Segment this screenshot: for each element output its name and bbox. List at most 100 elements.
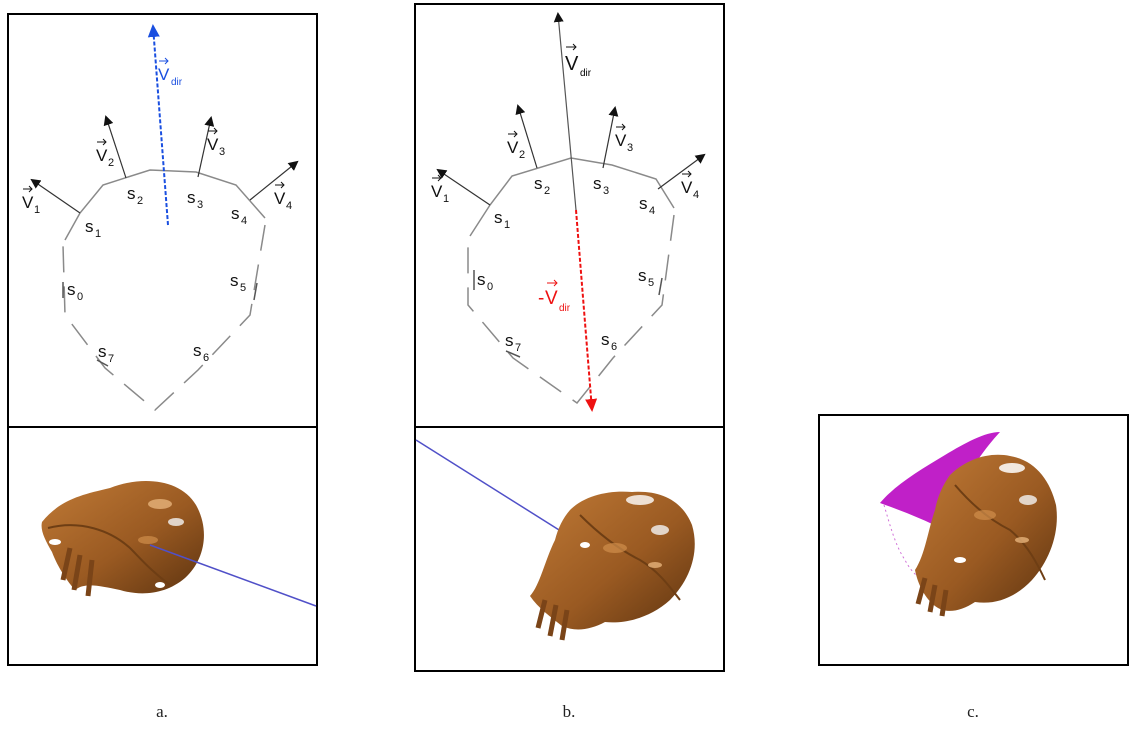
svg-text:0: 0 — [487, 281, 493, 293]
svg-text:dir: dir — [580, 68, 592, 79]
svg-text:s: s — [505, 331, 514, 350]
svg-text:3: 3 — [197, 199, 203, 211]
label-v1: V 1 — [431, 174, 449, 205]
svg-text:s: s — [98, 342, 107, 361]
panel-b-diagram: V 1 V 2 V 3 V 4 V dir - V dir — [414, 3, 725, 429]
tick-s7 — [505, 350, 521, 358]
label-vdir: V dir — [158, 57, 183, 88]
svg-text:1: 1 — [34, 204, 40, 216]
svg-text:V: V — [158, 65, 170, 84]
svg-text:5: 5 — [240, 282, 246, 294]
outline-dashed — [467, 214, 675, 405]
vector-v3 — [602, 106, 619, 169]
caption-b: b. — [563, 702, 576, 721]
svg-text:1: 1 — [504, 219, 510, 231]
panel-a-render — [7, 426, 318, 666]
svg-text:dir: dir — [171, 77, 183, 88]
svg-text:7: 7 — [515, 342, 521, 354]
svg-text:s: s — [638, 266, 647, 285]
label-v4: V 4 — [681, 170, 699, 201]
svg-text:s: s — [231, 204, 240, 223]
svg-text:7: 7 — [108, 353, 114, 365]
vector-v4 — [249, 160, 299, 201]
caption-c: c. — [967, 702, 979, 721]
svg-text:1: 1 — [95, 228, 101, 240]
svg-text:V: V — [565, 53, 579, 75]
direction-vector-gray — [553, 12, 577, 211]
panel-a-diagram-border — [7, 13, 318, 433]
svg-text:2: 2 — [544, 185, 550, 197]
highlight-region — [880, 432, 1000, 528]
svg-text:s: s — [534, 174, 543, 193]
svg-text:4: 4 — [649, 205, 655, 217]
probe-line-b — [415, 439, 576, 541]
svg-text:s: s — [639, 194, 648, 213]
svg-text:s: s — [187, 188, 196, 207]
panel-b-diagram-border — [414, 3, 725, 429]
vector-v2 — [515, 104, 538, 169]
label-v4: V 4 — [274, 181, 292, 212]
svg-text:V: V — [207, 135, 219, 154]
svg-text:1: 1 — [443, 193, 449, 205]
svg-text:2: 2 — [519, 149, 525, 161]
svg-text:s: s — [85, 217, 94, 236]
svg-text:-: - — [538, 288, 544, 309]
svg-text:3: 3 — [603, 185, 609, 197]
label-v2: V 2 — [96, 138, 114, 169]
direction-vector-red — [575, 209, 598, 412]
svg-text:0: 0 — [77, 291, 83, 303]
svg-text:6: 6 — [611, 341, 617, 353]
svg-text:s: s — [494, 208, 503, 227]
svg-text:dir: dir — [559, 303, 571, 314]
svg-text:V: V — [431, 182, 443, 201]
vector-v3 — [197, 116, 215, 178]
svg-text:4: 4 — [241, 215, 247, 227]
svg-text:s: s — [601, 330, 610, 349]
scan-object-c — [915, 454, 1057, 617]
svg-text:2: 2 — [108, 157, 114, 169]
label-neg-vdir: - V dir — [538, 279, 571, 314]
vector-v4 — [657, 153, 706, 190]
svg-text:3: 3 — [219, 146, 225, 158]
svg-text:6: 6 — [203, 352, 209, 364]
svg-text:s: s — [127, 184, 136, 203]
svg-text:V: V — [22, 193, 34, 212]
svg-text:V: V — [545, 288, 558, 309]
svg-text:3: 3 — [627, 142, 633, 154]
tick-s5 — [253, 282, 258, 301]
tick-s7 — [96, 359, 109, 367]
scan-object-a — [41, 480, 204, 597]
svg-text:V: V — [96, 146, 108, 165]
direction-vector-blue — [147, 24, 169, 226]
tick-s5 — [658, 277, 663, 296]
svg-text:s: s — [593, 174, 602, 193]
label-vdir: V dir — [565, 43, 592, 79]
vector-v1 — [30, 178, 81, 214]
caption-a: a. — [156, 702, 168, 721]
outline-dashed — [62, 224, 266, 412]
probe-line-a — [149, 544, 317, 607]
vector-v1 — [436, 168, 491, 206]
svg-text:5: 5 — [648, 277, 654, 289]
svg-text:4: 4 — [693, 189, 699, 201]
label-v1: V 1 — [22, 185, 40, 216]
vector-v2 — [103, 115, 127, 179]
svg-text:s: s — [230, 271, 239, 290]
panel-b-render — [414, 426, 725, 672]
svg-text:V: V — [681, 178, 693, 197]
panel-c-render — [818, 414, 1129, 666]
